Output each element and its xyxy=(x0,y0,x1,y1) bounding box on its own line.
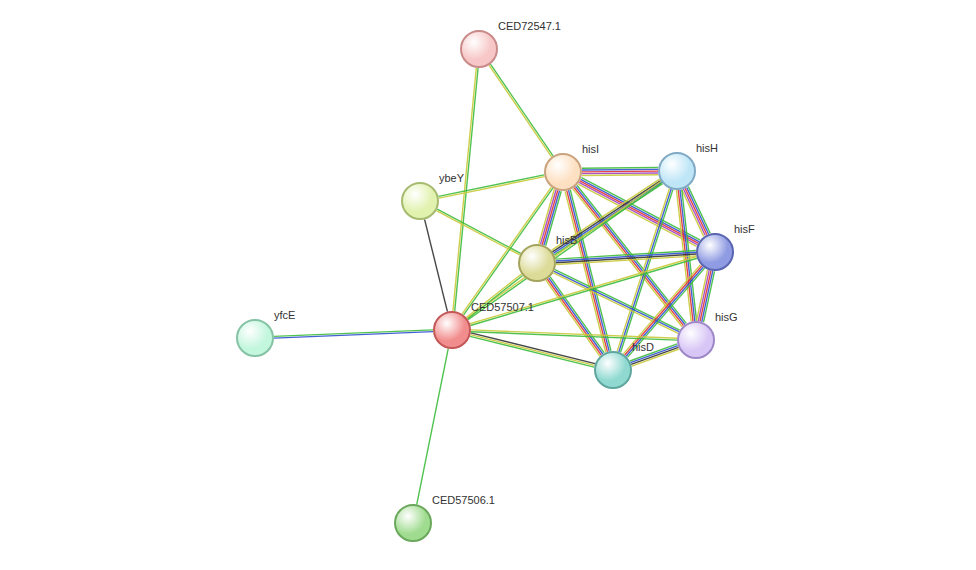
protein-node: yfcE xyxy=(236,319,274,357)
evidence-line xyxy=(490,64,553,156)
evidence-line xyxy=(436,211,519,255)
evidence-line xyxy=(542,190,558,244)
interaction-edge xyxy=(565,190,611,352)
protein-node: hisI xyxy=(544,153,582,191)
evidence-line xyxy=(555,270,680,330)
interaction-edge xyxy=(470,257,697,326)
evidence-line xyxy=(619,189,671,352)
interaction-edge xyxy=(551,179,662,255)
evidence-line xyxy=(471,333,595,364)
protein-label: hisD xyxy=(632,341,654,353)
protein-label: hisH xyxy=(696,142,718,154)
evidence-line xyxy=(696,270,707,321)
evidence-line xyxy=(582,172,658,174)
protein-node: CED57506.1 xyxy=(394,504,432,542)
evidence-line xyxy=(698,270,709,321)
evidence-line xyxy=(582,174,658,176)
protein-node: ybeY xyxy=(401,182,439,220)
evidence-line xyxy=(617,189,669,352)
evidence-line xyxy=(556,254,696,263)
interaction-edge xyxy=(274,330,433,338)
evidence-line xyxy=(471,330,677,338)
evidence-line xyxy=(570,190,611,351)
protein-label: yfcE xyxy=(274,309,295,321)
evidence-line xyxy=(425,219,448,311)
protein-label: hisF xyxy=(734,223,755,235)
interaction-edge xyxy=(417,349,448,505)
interaction-edge xyxy=(470,333,595,367)
evidence-line xyxy=(687,187,709,234)
interaction-edge xyxy=(553,270,679,334)
evidence-line xyxy=(567,191,608,352)
evidence-line xyxy=(468,183,662,320)
protein-node: CED72547.1 xyxy=(460,30,498,68)
evidence-line xyxy=(565,191,606,352)
protein-label: CED72547.1 xyxy=(498,20,561,32)
protein-node: CED57507.1 xyxy=(433,311,471,349)
evidence-line xyxy=(417,349,448,505)
evidence-line xyxy=(437,209,520,253)
protein-node: hisF xyxy=(696,233,734,271)
interaction-edge xyxy=(425,219,448,311)
protein-label: hisI xyxy=(582,143,599,155)
evidence-line xyxy=(470,335,594,366)
evidence-line xyxy=(582,167,658,169)
evidence-line xyxy=(489,65,552,157)
interaction-edge xyxy=(696,270,714,322)
evidence-line xyxy=(582,169,658,171)
protein-node: hisG xyxy=(677,321,715,359)
protein-label: CED57506.1 xyxy=(432,494,495,506)
evidence-line xyxy=(569,190,610,351)
protein-node: hisB xyxy=(518,244,556,282)
protein-node: hisH xyxy=(658,152,696,190)
interaction-edge xyxy=(471,330,677,340)
evidence-line xyxy=(470,257,697,324)
evidence-line xyxy=(685,188,707,235)
evidence-line xyxy=(470,336,594,367)
evidence-line xyxy=(471,332,677,340)
protein-label: hisB xyxy=(556,234,577,246)
protein-label: hisG xyxy=(715,311,738,323)
evidence-line xyxy=(470,258,697,325)
protein-node: hisD xyxy=(594,351,632,389)
protein-label: ybeY xyxy=(439,172,464,184)
evidence-line xyxy=(582,170,658,172)
evidence-line xyxy=(274,330,433,336)
interaction-edge xyxy=(582,168,658,176)
protein-label: CED57507.1 xyxy=(471,301,534,313)
evidence-line xyxy=(552,181,660,252)
interaction-edge xyxy=(489,64,553,157)
